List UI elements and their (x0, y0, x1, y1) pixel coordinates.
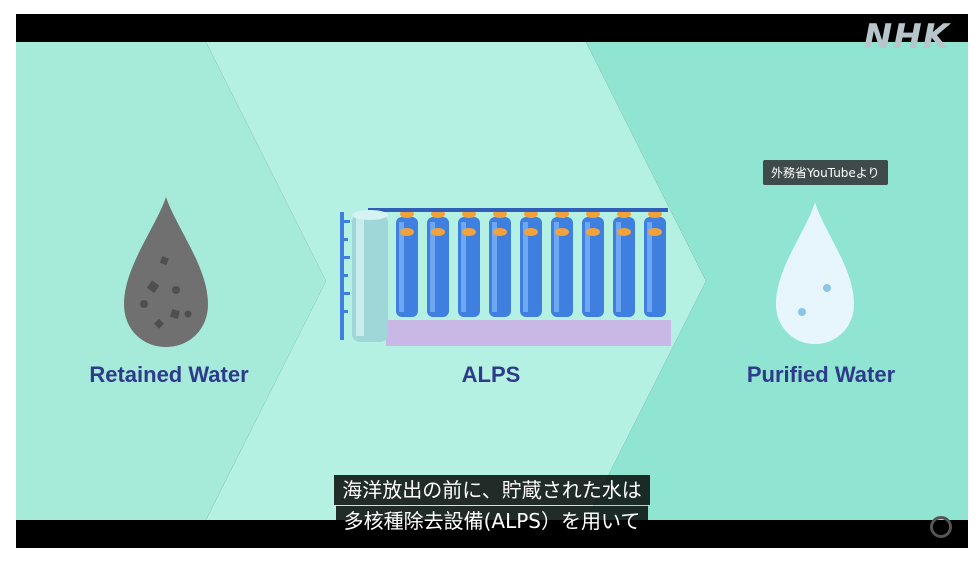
purified-water-label: Purified Water (746, 362, 896, 387)
player-control-icon[interactable] (930, 516, 952, 538)
alps-label: ALPS (461, 362, 521, 387)
retained-water-drop-icon (124, 197, 208, 347)
alps-equipment-icon (340, 208, 671, 346)
source-badge: 外務省YouTubeより (763, 160, 888, 185)
process-diagram (16, 42, 968, 520)
retained-water-label: Retained Water (89, 362, 249, 387)
nhk-logo: NHK (863, 17, 950, 57)
video-frame: 外務省YouTubeより Retained Water ALPS Purifie… (16, 42, 968, 520)
video-player[interactable]: 外務省YouTubeより Retained Water ALPS Purifie… (16, 14, 968, 548)
purified-water-drop-icon (776, 202, 854, 344)
